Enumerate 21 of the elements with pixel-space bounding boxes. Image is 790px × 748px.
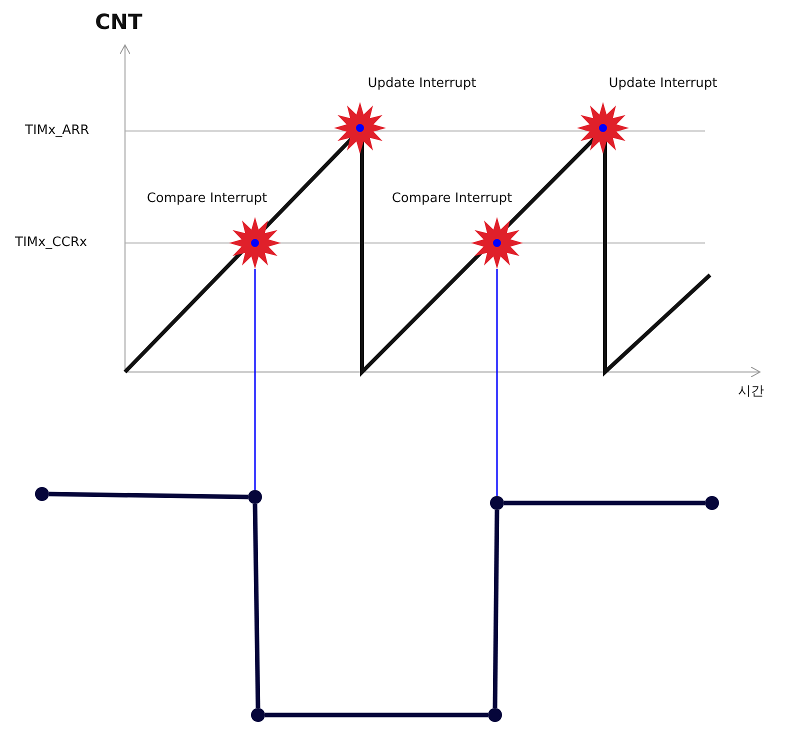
interrupt-label: Compare Interrupt bbox=[146, 191, 268, 206]
connector-line bbox=[496, 269, 498, 496]
waveform-line bbox=[504, 500, 705, 506]
level-label: TIMx_CCRx bbox=[15, 235, 88, 250]
interrupt-label: Update Interrupt bbox=[608, 76, 718, 91]
axis-label: 시간 bbox=[738, 383, 764, 400]
waveform-dot bbox=[35, 487, 49, 501]
axis-label: CNT bbox=[95, 10, 142, 34]
interrupt-label: Update Interrupt bbox=[366, 76, 478, 91]
waveform-dot bbox=[490, 496, 504, 510]
waveform-line bbox=[252, 504, 260, 708]
waveform-dot bbox=[705, 496, 719, 510]
waveform-line bbox=[48, 492, 248, 500]
waveform-dot bbox=[248, 490, 262, 504]
level-label: TIMx_ARR bbox=[25, 123, 90, 138]
connector-line bbox=[254, 269, 256, 490]
interrupt-label: Compare Interrupt bbox=[390, 191, 514, 206]
waveform-dot bbox=[488, 708, 502, 722]
waveform-line bbox=[492, 510, 500, 708]
waveform-line bbox=[265, 712, 488, 718]
waveform-dot bbox=[251, 708, 265, 722]
